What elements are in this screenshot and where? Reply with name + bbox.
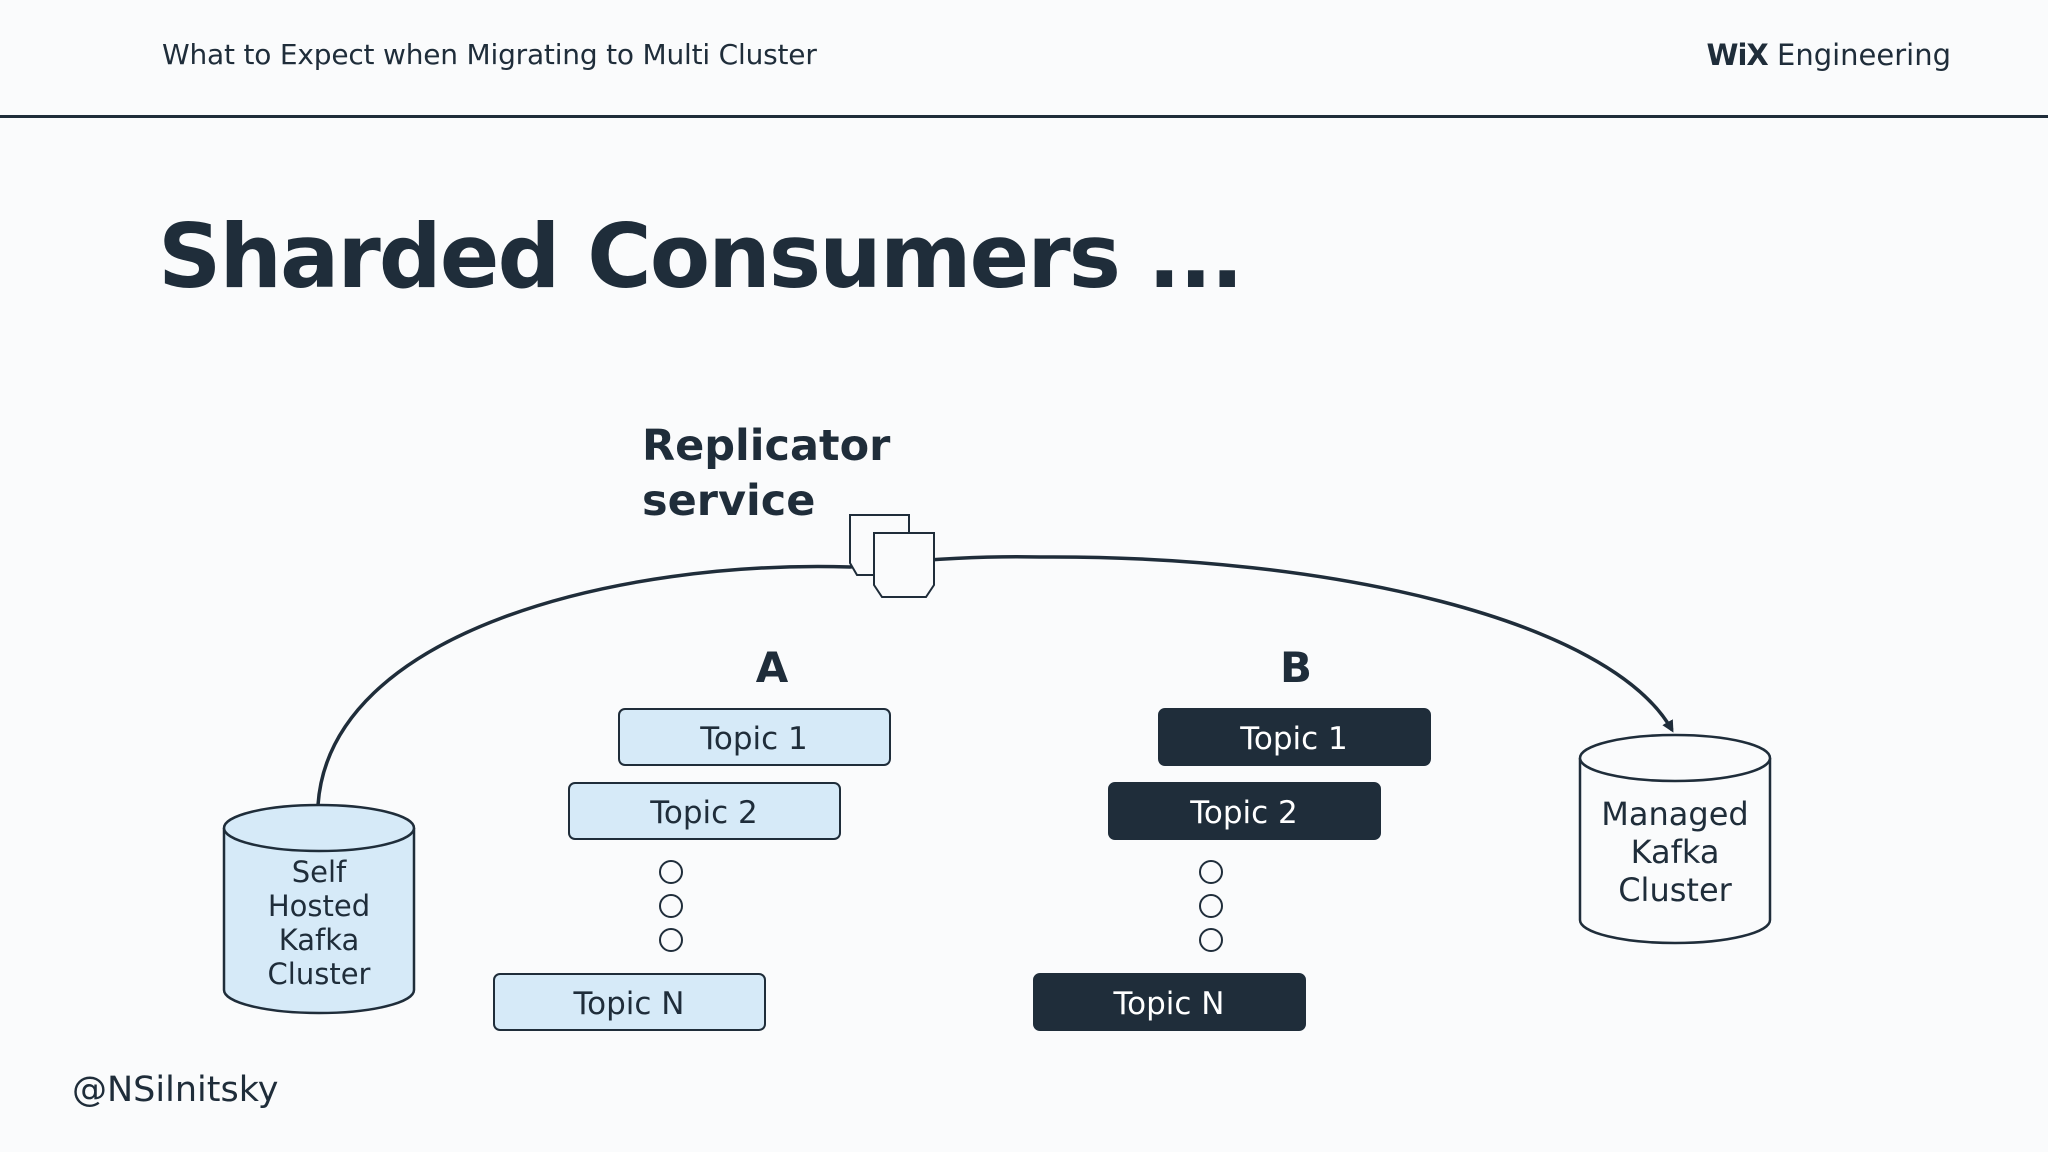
group-b-topic-1-label: Topic 1: [1239, 721, 1348, 757]
group-a-topic-2-label: Topic 2: [649, 795, 758, 831]
target-cluster-line1: Managed: [1601, 795, 1748, 833]
group-a-topic-n: Topic N: [493, 973, 766, 1031]
header-divider: [0, 115, 2048, 118]
group-a-label: A: [756, 643, 789, 692]
source-cluster-line4: Cluster: [268, 957, 371, 991]
group-b-topic-2-label: Topic 2: [1189, 795, 1298, 831]
replication-arc: [316, 554, 1674, 806]
group-a-ellipsis: [659, 860, 683, 952]
group-a-topic-2: Topic 2: [568, 782, 841, 840]
group-a-topic-1: Topic 1: [618, 708, 891, 766]
group-b-topic-2: Topic 2: [1108, 782, 1381, 840]
replicator-service-icon: [849, 514, 935, 598]
wix-logo: WiX: [1706, 38, 1768, 72]
replicator-label-line1: Replicator: [642, 421, 891, 471]
group-b: B Topic 1 Topic 2 Topic N: [1033, 643, 1431, 1031]
group-b-label: B: [1280, 643, 1312, 692]
managed-kafka-cluster: Managed Kafka Cluster: [1578, 733, 1772, 945]
group-b-ellipsis: [1199, 860, 1223, 952]
group-a: A Topic 1 Topic 2 Topic N: [493, 643, 891, 1031]
slide-title: Sharded Consumers ...: [158, 205, 1244, 308]
header-subtitle: What to Expect when Migrating to Multi C…: [162, 38, 817, 71]
source-cluster-line1: Self: [292, 855, 347, 889]
group-a-topic-1-label: Topic 1: [699, 721, 808, 757]
group-b-topic-n: Topic N: [1033, 973, 1306, 1031]
group-b-topic-1: Topic 1: [1158, 708, 1431, 766]
replicator-label-line2: service: [642, 476, 815, 526]
group-a-topic-n-label: Topic N: [572, 986, 684, 1022]
source-cluster-line3: Kafka: [279, 923, 360, 957]
target-cluster-line2: Kafka: [1631, 833, 1720, 871]
footer-handle: @NSilnitsky: [72, 1070, 279, 1110]
self-hosted-kafka-cluster: Self Hosted Kafka Cluster: [222, 803, 416, 1015]
source-cluster-line2: Hosted: [268, 889, 370, 923]
group-b-topic-n-label: Topic N: [1112, 986, 1224, 1022]
brand-logo: WiX Engineering: [1706, 38, 1951, 72]
target-cluster-line3: Cluster: [1618, 871, 1732, 909]
brand-text: Engineering: [1777, 38, 1951, 72]
